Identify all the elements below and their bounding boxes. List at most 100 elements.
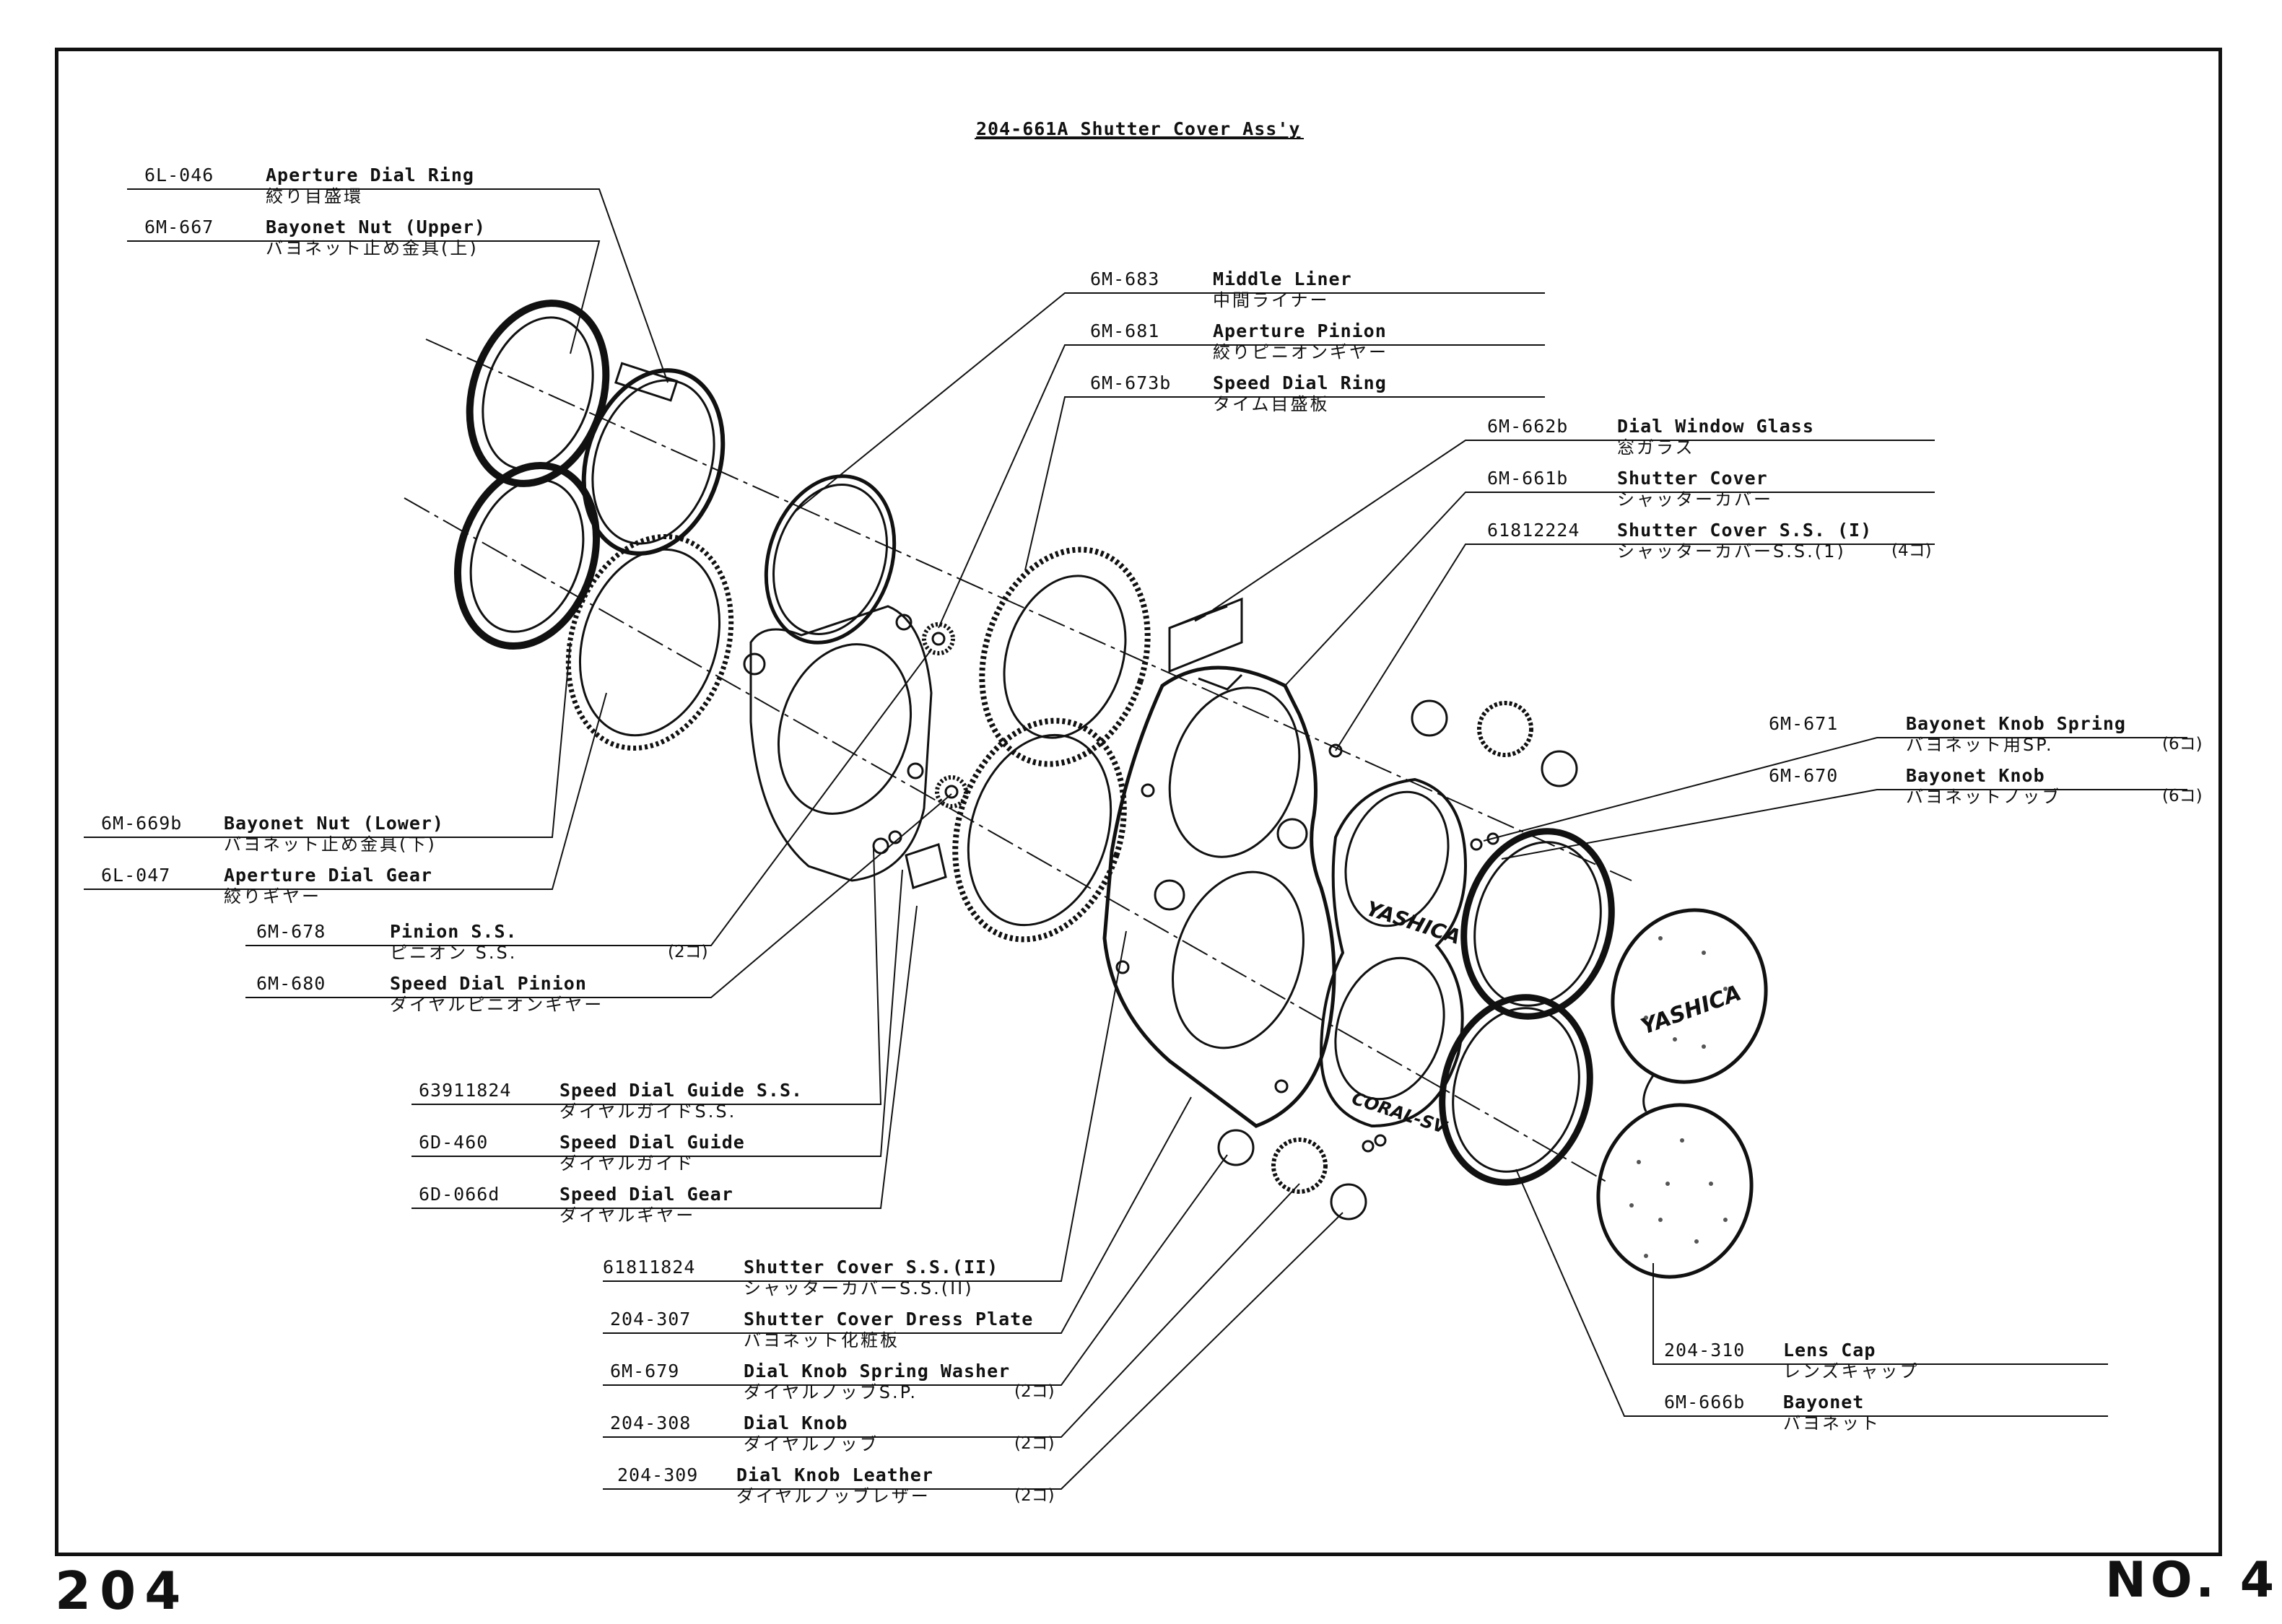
part-name-jp: ダイヤルピニオンギヤー bbox=[390, 995, 604, 1015]
part-name-en: Shutter Cover S.S.(II) bbox=[744, 1257, 999, 1278]
part-code: 6M-681 bbox=[1090, 320, 1160, 341]
part-name-jp: バヨネットノッブ bbox=[1906, 787, 2062, 807]
part-name-en: Bayonet Nut (Upper) bbox=[266, 217, 486, 237]
part-name-jp: バヨネット bbox=[1783, 1413, 1881, 1433]
part-name-en: Speed Dial Guide bbox=[559, 1132, 745, 1153]
part-quantity: (2コ) bbox=[668, 943, 708, 961]
part-name-en: Dial Knob bbox=[744, 1413, 848, 1433]
part-code: 6M-669b bbox=[101, 813, 183, 834]
speed-dial-ring-part bbox=[979, 546, 1151, 767]
part-quantity: (4コ) bbox=[1891, 541, 1932, 560]
part-code: 204-310 bbox=[1664, 1340, 1746, 1361]
part-name-jp: バヨネット止め金具(下) bbox=[224, 834, 437, 855]
page-number: 204 bbox=[55, 1560, 190, 1621]
part-quantity: (2コ) bbox=[1014, 1486, 1055, 1505]
part-code: 6M-683 bbox=[1090, 269, 1160, 289]
middle-liner-part bbox=[764, 474, 897, 645]
part-code: 6M-673b bbox=[1090, 372, 1172, 393]
bayonet-nut-upper-part bbox=[466, 300, 610, 487]
part-code: 6M-667 bbox=[144, 217, 214, 237]
leader-lines bbox=[84, 188, 2187, 1490]
part-name-jp: タイム目盛板 bbox=[1213, 394, 1330, 414]
aperture-dial-gear-part bbox=[565, 533, 734, 751]
part-name-jp: シャッターカバーS.S.(1) bbox=[1617, 541, 1846, 562]
part-name-en: Speed Dial Guide S.S. bbox=[559, 1080, 804, 1101]
part-name-en: Aperture Pinion bbox=[1213, 320, 1387, 341]
part-name-jp: ダイヤルノッブS.P. bbox=[744, 1382, 918, 1402]
part-name-en: Speed Dial Pinion bbox=[390, 973, 587, 994]
sheet-number: NO. 4 bbox=[2105, 1552, 2279, 1609]
part-name-en: Shutter Cover S.S. (I) bbox=[1617, 520, 1873, 541]
drawing-frame bbox=[55, 48, 2222, 1556]
dial-knob-lower-part bbox=[1217, 1129, 1367, 1221]
part-code: 6M-662b bbox=[1487, 416, 1569, 437]
dial-knob-upper-part bbox=[1411, 699, 1578, 787]
bayonet-upper-part bbox=[1460, 828, 1615, 1020]
part-code: 63911824 bbox=[419, 1080, 512, 1101]
aperture-dial-ring-part bbox=[581, 362, 726, 556]
part-name-jp: ダイヤルノッブ bbox=[744, 1434, 879, 1454]
part-name-en: Lens Cap bbox=[1783, 1340, 1876, 1361]
part-name-en: Bayonet Knob Spring bbox=[1906, 713, 2126, 734]
part-name-jp: シャッターカバーS.S.(II) bbox=[744, 1278, 974, 1298]
part-name-en: Dial Knob Leather bbox=[736, 1464, 933, 1485]
part-name-en: Bayonet Nut (Lower) bbox=[224, 813, 444, 834]
part-quantity: (6コ) bbox=[2162, 787, 2203, 806]
part-name-jp: レンズキャップ bbox=[1783, 1361, 1920, 1381]
part-name-jp: バヨネット止め金具(上) bbox=[266, 238, 479, 258]
part-name-en: Shutter Cover bbox=[1617, 468, 1768, 489]
part-code: 204-307 bbox=[610, 1309, 692, 1330]
part-code: 6M-671 bbox=[1769, 713, 1839, 734]
aperture-pinion-part bbox=[922, 622, 955, 655]
bayonet-nut-lower-part bbox=[453, 461, 601, 650]
part-name-en: Aperture Dial Gear bbox=[224, 865, 432, 886]
part-code: 6M-680 bbox=[256, 973, 326, 994]
part-code: 61811824 bbox=[603, 1257, 696, 1278]
bayonet-knobs bbox=[1362, 832, 1499, 1153]
part-name-en: Speed Dial Gear bbox=[559, 1184, 733, 1205]
speed-dial-gear-part bbox=[952, 717, 1127, 943]
part-name-jp: ダイヤルギヤー bbox=[559, 1205, 696, 1226]
part-code: 204-308 bbox=[610, 1413, 692, 1433]
part-quantity: (2コ) bbox=[1014, 1434, 1055, 1453]
part-name-en: Pinion S.S. bbox=[390, 921, 518, 942]
center-axes bbox=[404, 339, 1632, 1184]
shutter-cover-part bbox=[1102, 665, 1336, 1128]
part-quantity: (2コ) bbox=[1014, 1382, 1055, 1401]
part-name-jp: ダイヤルガイド bbox=[559, 1153, 695, 1174]
part-code: 6L-046 bbox=[144, 165, 214, 185]
part-code: 6D-460 bbox=[419, 1132, 489, 1153]
part-name-jp: シャッターカバー bbox=[1617, 489, 1773, 510]
part-code: 6M-679 bbox=[610, 1361, 680, 1381]
part-code: 6M-666b bbox=[1664, 1392, 1746, 1413]
part-code: 6M-678 bbox=[256, 921, 326, 942]
part-code: 204-309 bbox=[617, 1464, 699, 1485]
part-name-en: Speed Dial Ring bbox=[1213, 372, 1387, 393]
part-name-jp: ダイヤルガイドS.S. bbox=[559, 1101, 737, 1122]
dial-window-glass-part bbox=[1168, 597, 1243, 673]
part-code: 6L-047 bbox=[101, 865, 171, 886]
part-name-en: Aperture Dial Ring bbox=[266, 165, 474, 185]
part-name-jp: 絞り目盛環 bbox=[266, 186, 363, 206]
part-name-jp: ダイヤルノッブレザー bbox=[736, 1486, 931, 1506]
middle-plate-part bbox=[743, 605, 933, 882]
part-name-en: Dial Window Glass bbox=[1617, 416, 1814, 437]
part-name-en: Shutter Cover Dress Plate bbox=[744, 1309, 1034, 1330]
part-code: 61812224 bbox=[1487, 520, 1580, 541]
part-name-jp: 絞りピニオンギヤー bbox=[1213, 342, 1388, 362]
part-name-jp: ピニオン S.S. bbox=[390, 943, 518, 963]
part-name-en: Bayonet bbox=[1783, 1392, 1865, 1413]
part-name-jp: 絞りギヤー bbox=[224, 886, 321, 907]
speed-dial-guide-part bbox=[872, 830, 947, 889]
part-name-en: Dial Knob Spring Washer bbox=[744, 1361, 1011, 1381]
part-name-jp: バヨネット用SP. bbox=[1906, 735, 2054, 755]
bayonet-lower-part bbox=[1439, 994, 1593, 1186]
part-code: 6M-661b bbox=[1487, 468, 1569, 489]
shutter-cover-dress-plate-part bbox=[1319, 777, 1468, 1128]
diagram-title: 204-661A Shutter Cover Ass'y bbox=[976, 118, 1301, 139]
part-name-jp: 中間ライナー bbox=[1213, 290, 1330, 310]
cover-screws bbox=[1115, 743, 1343, 1093]
part-code: 6D-066d bbox=[419, 1184, 500, 1205]
part-name-en: Middle Liner bbox=[1213, 269, 1352, 289]
